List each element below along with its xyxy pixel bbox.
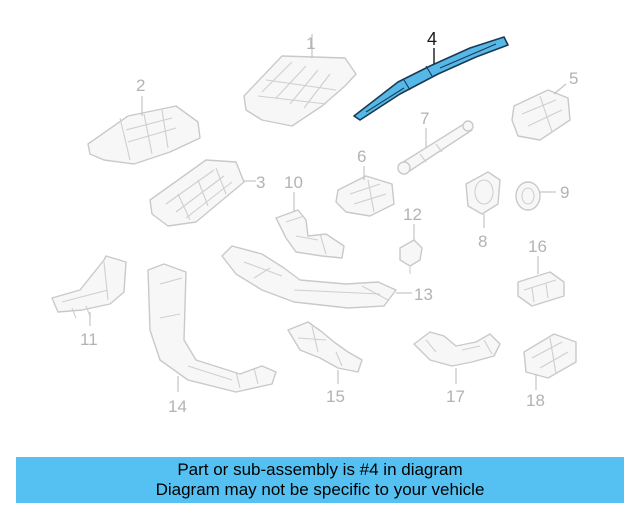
part-5-side-vent: 5 <box>511 69 578 141</box>
callout-17: 17 <box>446 387 465 406</box>
callout-5: 5 <box>569 69 578 88</box>
callout-16: 16 <box>528 237 547 256</box>
part-2-center-duct: 2 <box>87 76 201 165</box>
parts-diagram: 1 2 3 4 5 6 7 <box>51 29 578 416</box>
part-8-round-vent: 8 <box>465 171 501 251</box>
callout-10: 10 <box>284 173 303 192</box>
callout-13: 13 <box>414 285 433 304</box>
callout-9: 9 <box>560 183 569 202</box>
part-15-bracket-duct: 15 <box>287 321 363 406</box>
callout-6: 6 <box>357 147 366 166</box>
callout-14: 14 <box>168 397 187 416</box>
part-6-small-vent: 6 <box>335 147 395 217</box>
callout-1: 1 <box>306 34 315 53</box>
part-16-clip: 16 <box>517 237 565 307</box>
callout-15: 15 <box>326 387 345 406</box>
part-1-defroster-duct: 1 <box>243 34 357 127</box>
part-14-floor-duct: 14 <box>147 263 277 416</box>
caption-line-2: Diagram may not be specific to your vehi… <box>155 480 485 499</box>
part-13-rear-duct: 13 <box>221 245 433 309</box>
callout-3: 3 <box>256 173 265 192</box>
caption-banner: Part or sub-assembly is #4 in diagram Di… <box>16 457 624 503</box>
part-18-box-duct: 18 <box>523 333 577 410</box>
part-10-bracket: 10 <box>275 173 345 259</box>
part-9-ring-clip: 9 <box>515 181 569 211</box>
part-17-connector-duct: 17 <box>413 331 501 406</box>
callout-4: 4 <box>427 29 437 49</box>
part-7-hose: 7 <box>397 109 474 175</box>
callout-7: 7 <box>420 109 429 128</box>
callout-18: 18 <box>526 391 545 410</box>
callout-8: 8 <box>478 232 487 251</box>
part-12-push-clip: 12 <box>399 205 423 274</box>
part-3-vent-grille: 3 <box>149 159 265 227</box>
callout-12: 12 <box>403 205 422 224</box>
part-11-floor-duct: 11 <box>51 255 127 349</box>
caption-line-1: Part or sub-assembly is #4 in diagram <box>177 460 463 479</box>
callout-11: 11 <box>80 330 98 349</box>
part-4-defroster-duct-highlighted: 4 <box>353 29 509 121</box>
callout-2: 2 <box>136 76 145 95</box>
